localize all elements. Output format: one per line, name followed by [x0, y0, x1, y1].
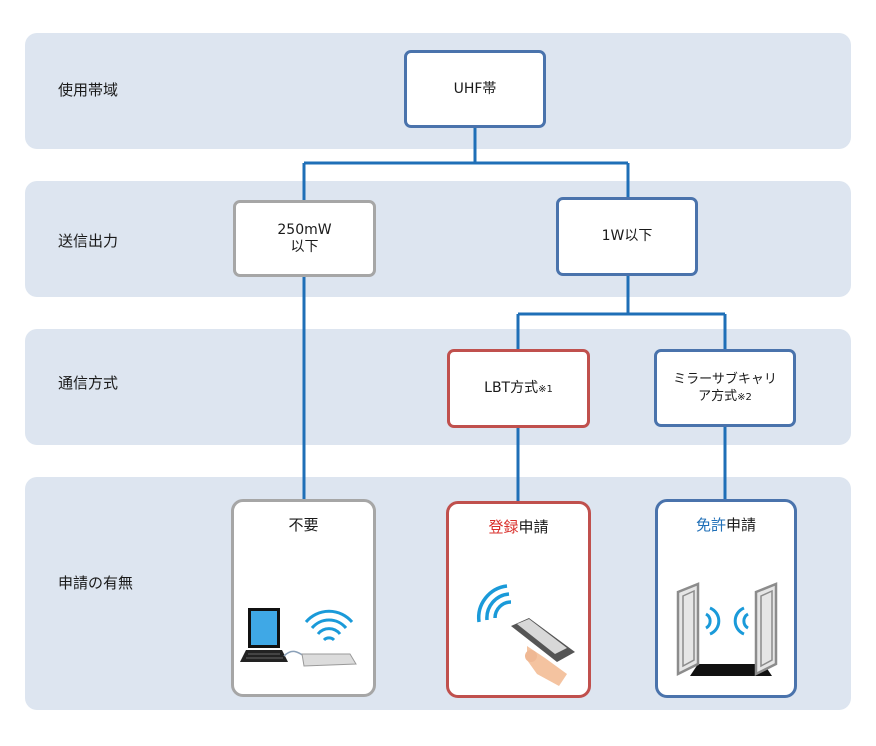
band-row-power — [25, 181, 851, 297]
card-registration-rest: 申請 — [518, 518, 549, 536]
node-mirror: ミラーサブキャリ ア方式※2 — [654, 349, 796, 427]
node-250mw: 250mW 以下 — [233, 200, 376, 277]
node-lbt-text: LBT方式 — [484, 379, 539, 396]
node-250mw-line1: 250mW — [277, 221, 332, 238]
card-none-title: 不要 — [288, 516, 319, 534]
node-lbt: LBT方式※1 — [447, 349, 590, 428]
node-lbt-note: ※1 — [538, 383, 553, 395]
laptop-with-reader-icon — [240, 608, 357, 667]
node-uhf: UHF帯 — [404, 50, 546, 128]
node-mirror-line2: ア方式 — [698, 388, 738, 404]
card-registration-title: 登録申請 — [449, 516, 588, 537]
row-label-frequency: 使用帯域 — [58, 81, 119, 99]
node-250mw-line2: 以下 — [290, 238, 319, 255]
node-mirror-line2-wrap: ア方式※2 — [698, 388, 752, 406]
row-label-power: 送信出力 — [58, 232, 119, 250]
gate-antenna-icon — [676, 582, 778, 677]
node-mirror-line1: ミラーサブキャリ — [673, 371, 777, 387]
handheld-reader-icon — [476, 584, 575, 686]
card-none: 不要 — [231, 499, 376, 697]
card-license-rest: 申請 — [726, 516, 757, 534]
node-uhf-label: UHF帯 — [453, 80, 497, 97]
card-registration: 登録申請 — [446, 501, 591, 698]
card-license-title: 免許申請 — [658, 514, 794, 535]
card-license-accent: 免許 — [695, 516, 726, 534]
node-mirror-note: ※2 — [737, 391, 752, 403]
node-1w-label: 1W以下 — [601, 228, 653, 244]
row-label-method: 通信方式 — [58, 374, 119, 392]
card-license: 免許申請 — [655, 499, 797, 698]
card-registration-accent: 登録 — [488, 518, 519, 536]
node-1w: 1W以下 — [556, 197, 698, 276]
node-lbt-label: LBT方式※1 — [484, 380, 553, 398]
row-label-application: 申請の有無 — [58, 574, 134, 592]
